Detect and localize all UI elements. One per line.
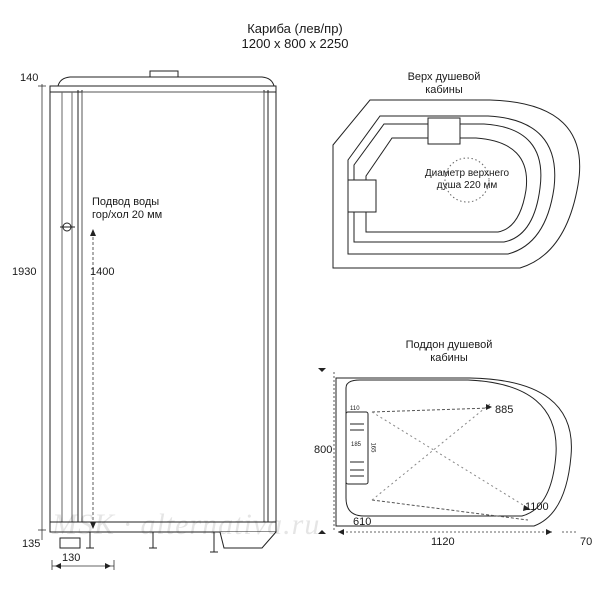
top-view-outline — [332, 99, 581, 269]
water-label-line-1: Подвод воды — [92, 196, 160, 208]
top-view-title-line-1: Верх душевой — [407, 71, 481, 83]
tray-view-title-line-1: Поддон душевой — [405, 339, 493, 351]
top-view-title: Верх душевой кабины — [398, 71, 490, 96]
tray-dim-1100: 1100 — [525, 501, 549, 513]
tray-view-title: Поддон душевой кабины — [398, 339, 500, 364]
title-line-2: 1200 х 800 х 2250 — [241, 35, 349, 51]
tray-dim-885: 885 — [495, 404, 514, 416]
tray-dim-70: 70 — [580, 536, 593, 548]
water-inlet-label: Подвод воды гор/хол 20 мм — [92, 196, 162, 221]
water-height-label: 1400 — [90, 266, 115, 278]
tray-dim-610: 610 — [353, 516, 372, 528]
top-view-title-line-2: кабины — [425, 83, 463, 96]
tray-view-title-line-2: кабины — [430, 351, 468, 364]
drawing-title: Кариба (лев/пр) 1200 х 800 х 2250 — [200, 21, 390, 52]
tray-small-dim-110: 110 — [350, 406, 360, 412]
tray-view-outline — [335, 377, 572, 527]
tray-dim-depth: 800 — [314, 444, 333, 456]
front-dim-bottom: 135 — [22, 538, 41, 550]
tray-small-dim-165: 165 — [369, 442, 376, 453]
watermark-logo: MSK · alternativa.ru — [52, 508, 321, 541]
front-dim-height: 1930 — [12, 266, 37, 278]
shower-diameter-label: Диаметр верхнего душа 220 мм — [412, 168, 522, 191]
shower-label-line-2: душа 220 мм — [436, 179, 498, 191]
title-line-1: Кариба (лев/пр) — [247, 21, 343, 36]
tray-dim-width: 1120 — [431, 536, 455, 548]
shower-label-line-1: Диаметр верхнего — [424, 168, 510, 179]
front-dim-base-width: 130 — [62, 552, 81, 564]
front-view-cabin — [49, 70, 277, 553]
tray-small-dim-185: 185 — [351, 442, 362, 448]
water-label-line-2: гор/хол 20 мм — [92, 208, 163, 221]
front-dim-top: 140 — [20, 72, 39, 84]
front-dimension-lines — [38, 84, 115, 570]
